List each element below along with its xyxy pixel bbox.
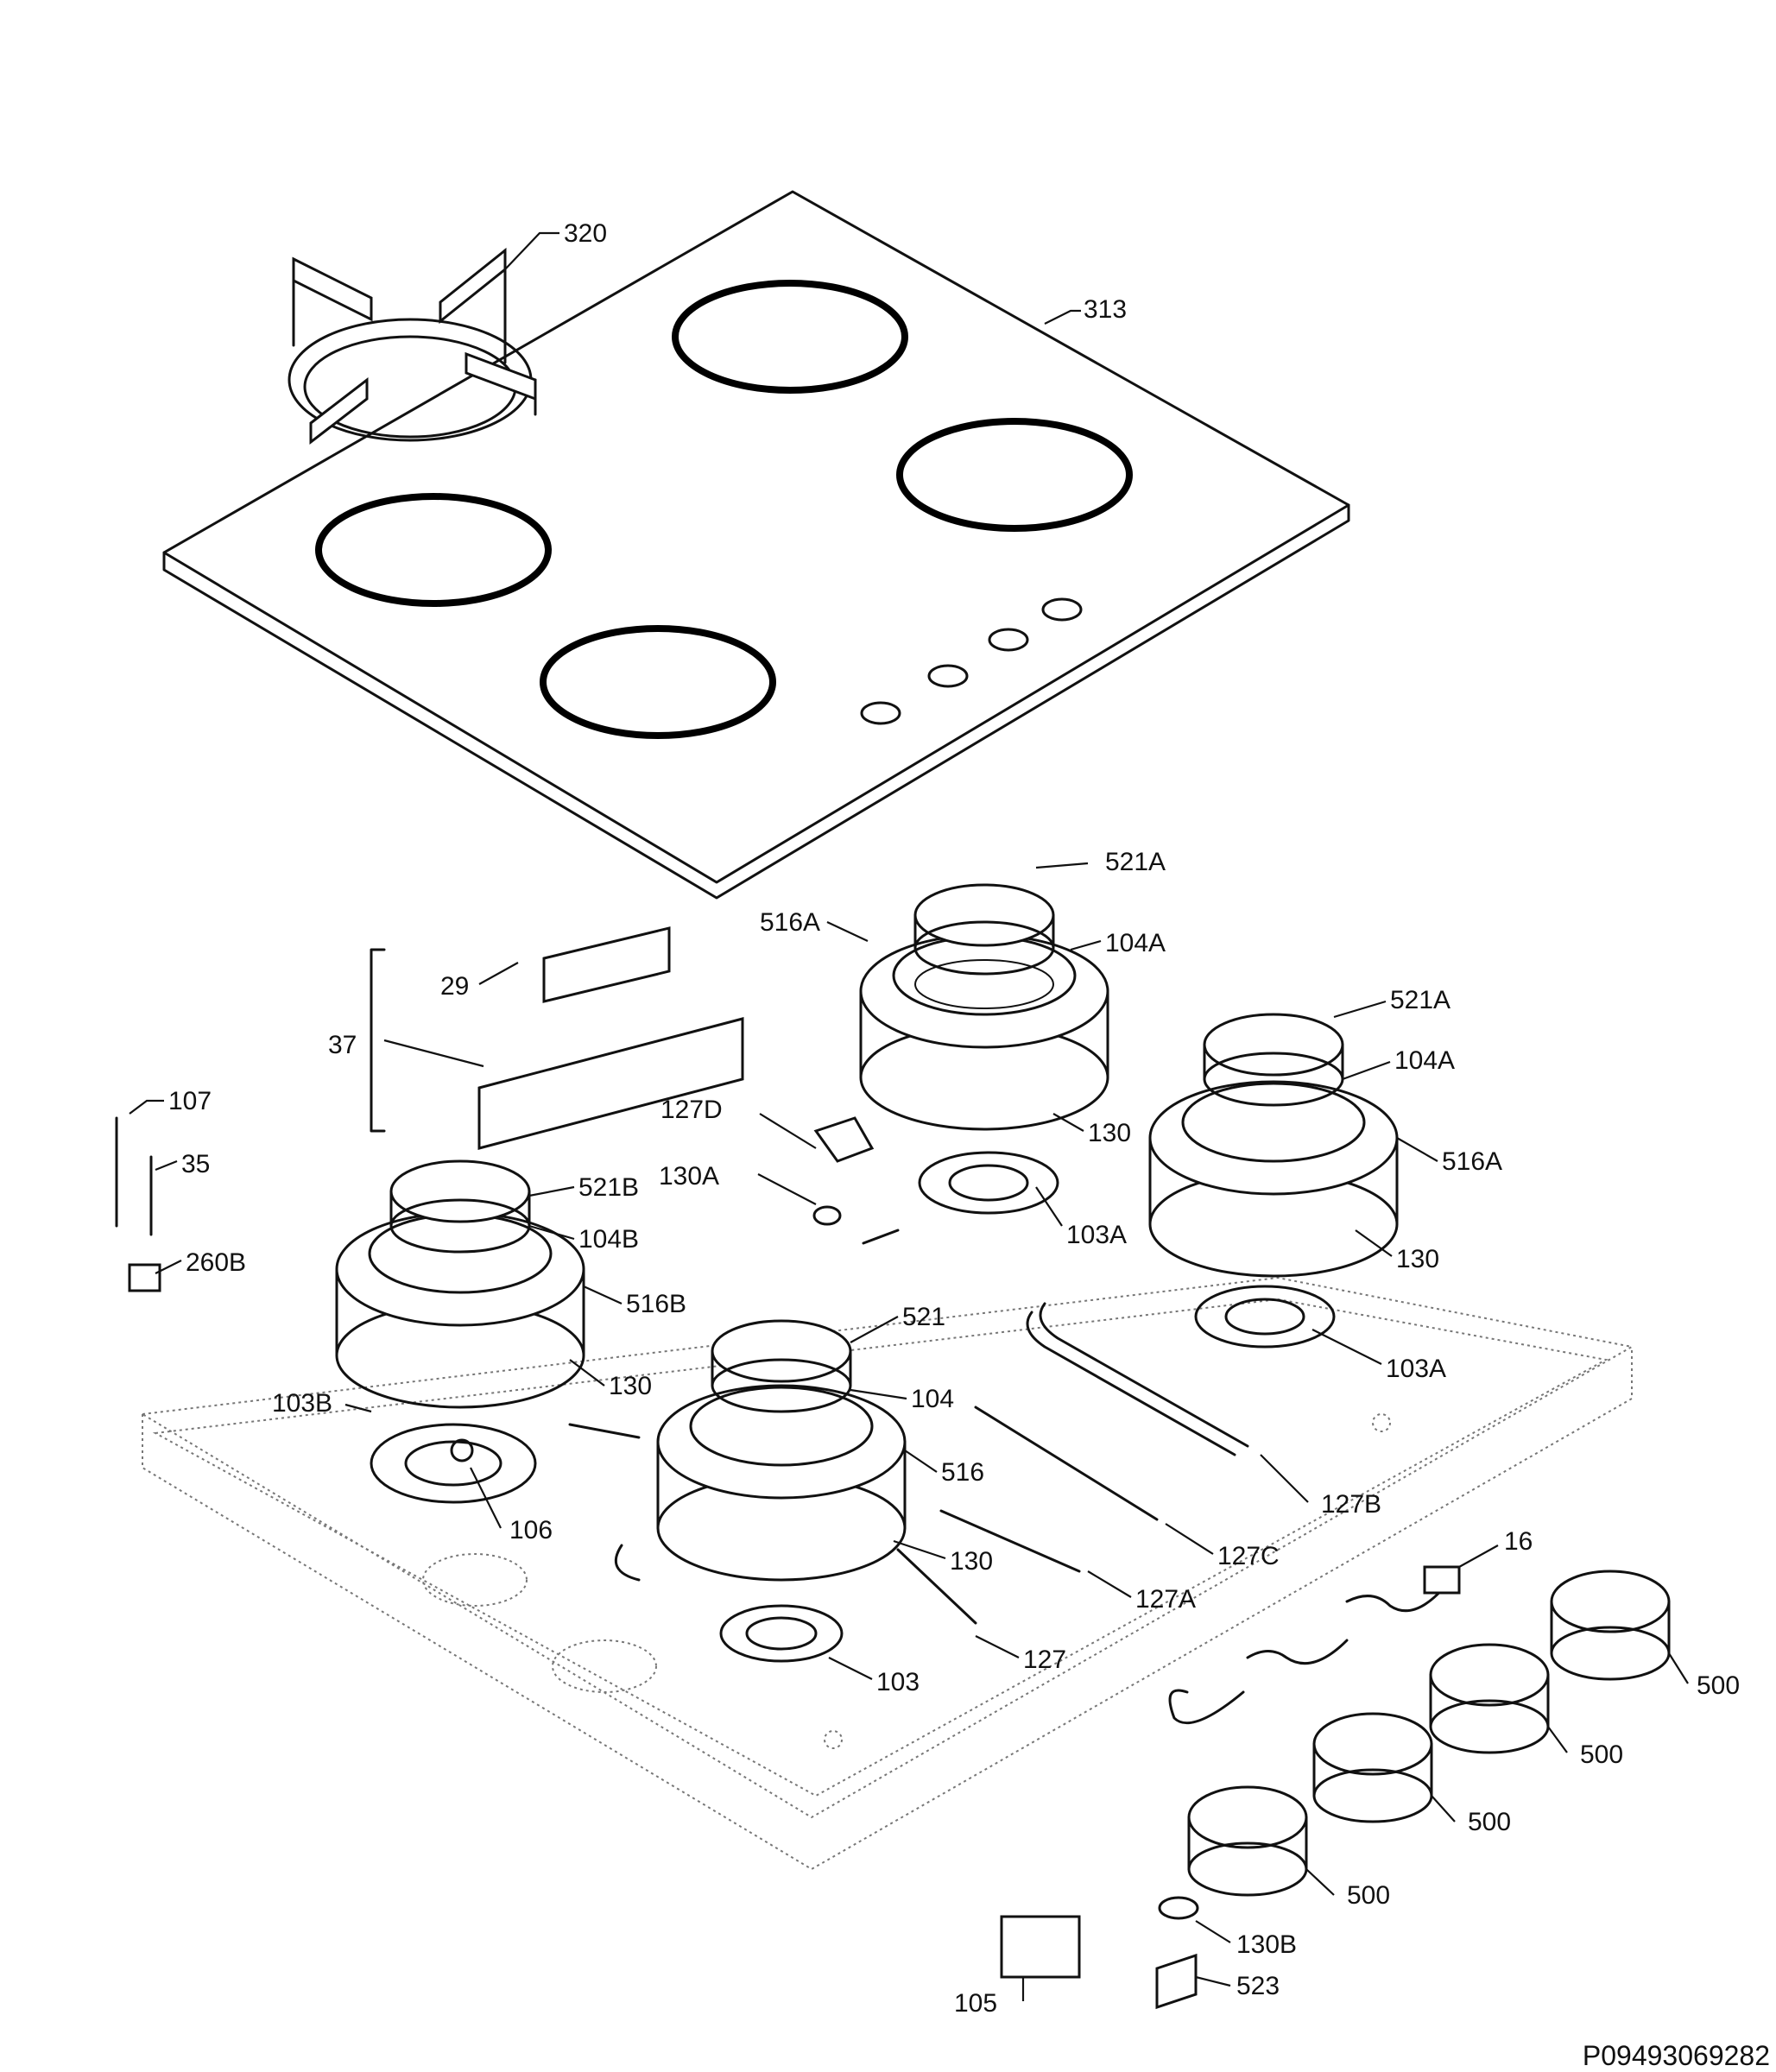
callout-516b: 516B — [626, 1290, 686, 1318]
gas-tap-parts — [1000, 1896, 1199, 2010]
callout-130a: 130A — [659, 1162, 719, 1191]
callout-516a-2: 516A — [1442, 1147, 1502, 1176]
callout-16: 16 — [1504, 1527, 1533, 1556]
callout-521a-2: 521A — [1390, 986, 1451, 1014]
small-parts — [115, 1116, 875, 1292]
callout-104a-2: 104A — [1394, 1046, 1455, 1075]
callout-127: 127 — [1023, 1646, 1066, 1674]
callout-500-3: 500 — [1468, 1808, 1511, 1836]
callout-103b: 103B — [272, 1389, 332, 1418]
callout-130b: 130B — [1236, 1930, 1297, 1959]
callout-127d: 127D — [660, 1096, 723, 1124]
callout-500-4: 500 — [1347, 1881, 1390, 1910]
callout-103a-2: 103A — [1386, 1355, 1446, 1383]
burner-rapid-1 — [859, 883, 1109, 1131]
callout-127c: 127C — [1217, 1542, 1280, 1570]
callout-labels: 320 313 29 37 107 35 260B 127D 130A 516A… — [168, 219, 1740, 2018]
burner-large — [335, 1159, 585, 1409]
leader-lines — [129, 231, 1689, 2001]
callout-103a-1: 103A — [1066, 1221, 1127, 1249]
callout-521b: 521B — [578, 1173, 639, 1202]
callout-104a-1: 104A — [1105, 929, 1166, 957]
callout-35: 35 — [181, 1150, 210, 1178]
callout-130-4: 130 — [950, 1547, 993, 1576]
callout-521a-1: 521A — [1105, 848, 1166, 876]
callout-516: 516 — [941, 1458, 984, 1487]
burner-auxiliary — [656, 1319, 907, 1582]
burner-rapid-2 — [1148, 1013, 1399, 1278]
callout-106: 106 — [509, 1516, 553, 1545]
callout-500-1: 500 — [1697, 1671, 1740, 1700]
document-code: P09493069282 — [1583, 2040, 1770, 2071]
callout-516a-1: 516A — [760, 908, 820, 937]
callout-29: 29 — [440, 972, 469, 1001]
callout-107: 107 — [168, 1087, 212, 1115]
callout-320: 320 — [564, 219, 607, 248]
callout-523: 523 — [1236, 1972, 1280, 2000]
thermocouple-wires — [1168, 1565, 1461, 1725]
control-knobs — [1187, 1570, 1671, 1897]
callout-127a: 127A — [1135, 1585, 1196, 1614]
callout-127b: 127B — [1321, 1490, 1381, 1519]
callout-130-3: 130 — [609, 1372, 652, 1400]
callout-521: 521 — [902, 1303, 945, 1331]
pan-support — [288, 247, 537, 445]
gas-pipes — [568, 1229, 1249, 1625]
callout-103: 103 — [876, 1668, 920, 1696]
callout-37: 37 — [328, 1031, 357, 1059]
callout-130-2: 130 — [1396, 1245, 1439, 1273]
callout-105: 105 — [954, 1989, 997, 2018]
callout-104b: 104B — [578, 1225, 639, 1254]
ignition-unit — [370, 926, 744, 1150]
base-tray — [139, 1276, 1634, 1871]
callout-104: 104 — [911, 1385, 954, 1413]
callout-313: 313 — [1084, 295, 1127, 324]
callout-500-2: 500 — [1580, 1740, 1623, 1769]
burner-bases — [370, 1151, 1336, 1663]
callout-130-1: 130 — [1088, 1119, 1131, 1147]
hob-top-plate — [162, 190, 1350, 900]
callout-260b: 260B — [186, 1248, 246, 1277]
